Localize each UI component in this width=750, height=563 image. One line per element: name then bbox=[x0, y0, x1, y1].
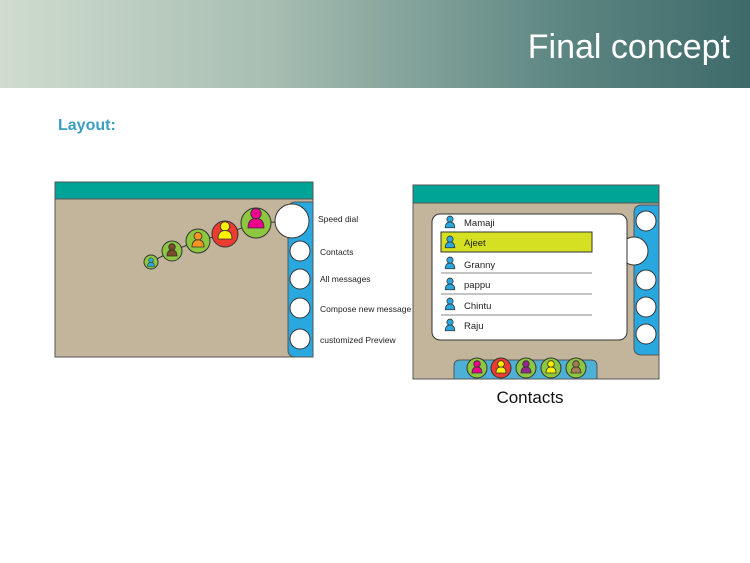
contact-row[interactable]: pappu bbox=[444, 277, 490, 291]
contacts-button[interactable] bbox=[289, 240, 311, 262]
svg-text:Raju: Raju bbox=[464, 321, 484, 332]
svg-text:Chintu: Chintu bbox=[464, 301, 491, 312]
svg-text:pappu: pappu bbox=[464, 280, 490, 291]
menu-label: All messages bbox=[320, 274, 371, 284]
all-messages-button[interactable] bbox=[289, 268, 311, 290]
svg-text:Mamaji: Mamaji bbox=[464, 218, 495, 229]
section-label: Layout: bbox=[58, 117, 116, 134]
favorite-avatar[interactable] bbox=[515, 357, 537, 379]
preview-button[interactable] bbox=[289, 328, 311, 350]
title-bar bbox=[412, 184, 660, 204]
title-bar bbox=[54, 181, 314, 200]
contact-row[interactable]: Chintu bbox=[444, 297, 491, 312]
speed-dial-mockup: Speed dial Contacts All messages Compose… bbox=[54, 181, 411, 358]
favorite-avatar[interactable] bbox=[490, 357, 512, 379]
menu-label: Compose new message bbox=[320, 304, 411, 314]
slide-header: Final concept bbox=[0, 0, 750, 88]
speed-dial-button[interactable] bbox=[274, 203, 310, 239]
compose-button[interactable] bbox=[289, 297, 311, 319]
menu-label: Speed dial bbox=[318, 214, 358, 224]
contacts-mockup: Mamaji Ajeet Granny pappu Chintu Raju Co… bbox=[412, 184, 660, 407]
side-button[interactable] bbox=[635, 296, 657, 318]
contact-row[interactable]: Ajeet bbox=[444, 235, 486, 249]
contact-avatar[interactable] bbox=[161, 240, 183, 262]
contact-avatar[interactable] bbox=[240, 207, 272, 239]
side-button[interactable] bbox=[635, 210, 657, 232]
menu-label: customized Preview bbox=[320, 335, 396, 345]
favorite-avatar[interactable] bbox=[466, 357, 488, 379]
slide-title: Final concept bbox=[527, 28, 730, 66]
contact-avatar[interactable] bbox=[211, 220, 239, 248]
selected-row-highlight bbox=[440, 231, 593, 253]
side-button[interactable] bbox=[635, 323, 657, 345]
contact-avatar[interactable] bbox=[185, 228, 211, 254]
svg-text:Ajeet: Ajeet bbox=[464, 238, 486, 249]
favorite-avatar[interactable] bbox=[540, 357, 562, 379]
svg-text:Granny: Granny bbox=[464, 260, 495, 271]
side-button[interactable] bbox=[635, 269, 657, 291]
contact-row[interactable]: Mamaji bbox=[444, 215, 495, 229]
contact-row[interactable]: Granny bbox=[444, 256, 495, 271]
menu-label: Contacts bbox=[320, 247, 354, 257]
contact-row[interactable]: Raju bbox=[444, 318, 484, 332]
mockup-caption: Contacts bbox=[496, 388, 563, 407]
contact-avatar[interactable] bbox=[143, 254, 159, 270]
favorite-avatar[interactable] bbox=[565, 357, 587, 379]
